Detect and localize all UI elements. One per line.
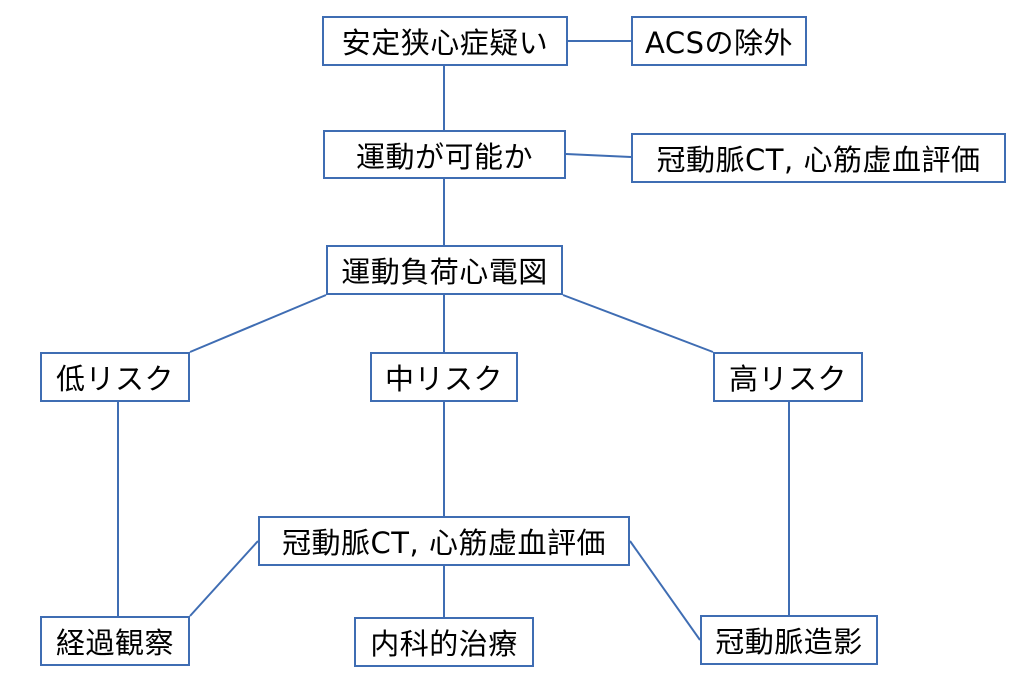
node-ct-ischemia-top: 冠動脈CT, 心筋虚血評価 <box>631 133 1006 183</box>
node-observation: 経過観察 <box>40 616 190 666</box>
node-coronary-angiography: 冠動脈造影 <box>700 615 878 665</box>
connector-ecg-high <box>562 294 714 353</box>
node-exercise-ecg: 運動負荷心電図 <box>326 245 563 295</box>
node-high-risk: 高リスク <box>713 352 863 402</box>
node-medical-therapy: 内科的治療 <box>354 617 534 667</box>
node-suspected-stable-angina: 安定狭心症疑い <box>322 16 568 66</box>
node-ct-ischemia-mid: 冠動脈CT, 心筋虚血評価 <box>258 516 630 566</box>
node-mid-risk: 中リスク <box>370 352 518 402</box>
node-exercise-possible: 運動が可能か <box>323 130 566 179</box>
node-acs-exclusion: ACSの除外 <box>631 16 807 66</box>
connector-ct-observation <box>189 540 259 617</box>
node-low-risk: 低リスク <box>40 352 190 402</box>
connector-ct-angiography <box>629 540 701 641</box>
connector-exercise-ct <box>565 153 632 158</box>
connector-ecg-low <box>189 294 327 353</box>
